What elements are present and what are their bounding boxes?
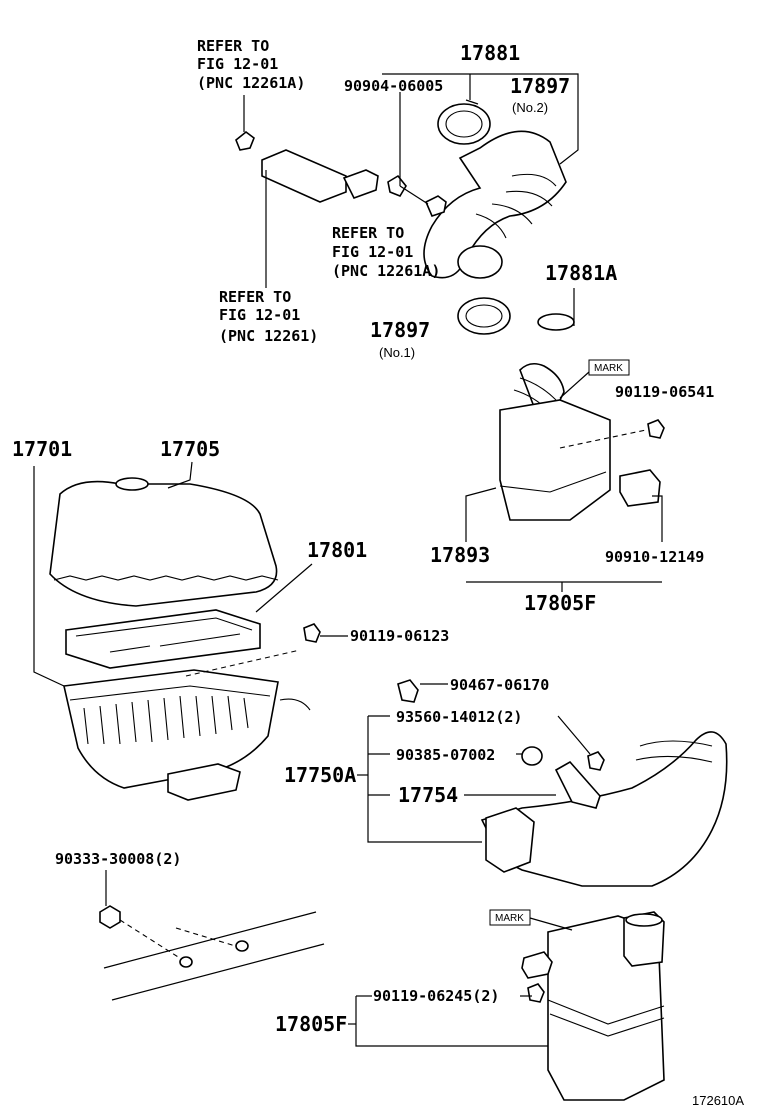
- air-filter-element: [65, 609, 261, 669]
- filter-element-17801: [65, 609, 261, 669]
- refer-lower-left-line1: REFER TO: [219, 288, 291, 306]
- air-cleaner-cap-17705: [49, 480, 278, 607]
- refer-mid-line3: (PNC 12261A): [332, 262, 440, 280]
- air-cleaner-hose-17750A: [357, 679, 728, 887]
- bolt-icon: [303, 623, 321, 643]
- label-17705: 17705: [160, 437, 220, 461]
- label-17750A: 17750A: [284, 763, 356, 787]
- label-mark-top: MARK: [594, 363, 623, 374]
- label-17701: 17701: [12, 437, 72, 461]
- label-17897-top: 17897: [510, 74, 570, 98]
- label-17897-bottom: 17897: [370, 318, 430, 342]
- label-no2: (No.2): [512, 100, 548, 115]
- label-90119-06245: 90119-06245(2): [373, 987, 499, 1005]
- hose-clamp-no2: [437, 103, 491, 145]
- grommet-icon: [521, 746, 543, 766]
- hose-clamp-no1: [457, 297, 511, 335]
- refer-lower-left-line2: FIG 12-01: [219, 306, 300, 324]
- bolt-icon: [527, 983, 545, 1003]
- refer-upper-left-line1: REFER TO: [197, 37, 269, 55]
- resonator-body: [499, 399, 611, 521]
- label-90119-06123: 90119-06123: [350, 627, 449, 645]
- outlet-hose-flange: [485, 807, 535, 873]
- label-no1: (No.1): [379, 345, 415, 360]
- label-90467-06170: 90467-06170: [450, 676, 549, 694]
- small-hose-assembly: [235, 95, 407, 288]
- air-cleaner-case: [33, 461, 348, 801]
- bracket: [521, 951, 553, 979]
- resonator-17805F-upper: [465, 359, 665, 592]
- labels: REFER TO FIG 12-01 (PNC 12261A) 17881 90…: [12, 37, 744, 1108]
- refer-mid-line1: REFER TO: [332, 224, 404, 242]
- refer-upper-left-line2: FIG 12-01: [197, 55, 278, 73]
- label-90333-30008: 90333-30008(2): [55, 850, 181, 868]
- label-17881: 17881: [460, 41, 520, 65]
- label-93560-14012: 93560-14012(2): [396, 708, 522, 726]
- refer-lower-left-line3: (PNC 12261): [219, 327, 318, 345]
- vacuum-hose: [261, 149, 347, 203]
- case-outlet: [167, 763, 241, 801]
- label-17754: 17754: [398, 783, 458, 807]
- label-17805F-top: 17805F: [524, 591, 596, 615]
- label-90910-12149: 90910-12149: [605, 548, 704, 566]
- label-17805F-bottom: 17805F: [275, 1012, 347, 1036]
- outlet-hose-body: [480, 731, 728, 887]
- resonator-17805F-lower: [348, 909, 665, 1101]
- figure-code: 172610A: [692, 1093, 744, 1108]
- body-panel-clips: [99, 870, 325, 1001]
- air-cleaner-cap: [49, 477, 279, 607]
- refer-upper-left-line3: (PNC 12261A): [197, 74, 305, 92]
- label-mark-bottom: MARK: [495, 913, 524, 924]
- label-90119-06541: 90119-06541: [615, 383, 714, 401]
- label-17801: 17801: [307, 538, 367, 562]
- bolt-icon: [587, 751, 605, 771]
- bracket-17754: [554, 760, 601, 809]
- vsv-90910: [619, 469, 661, 507]
- gasket-17881A: [537, 313, 575, 331]
- refer-mid-line2: FIG 12-01: [332, 243, 413, 261]
- label-90385-07002: 90385-07002: [396, 746, 495, 764]
- bolt-icon: [647, 419, 665, 439]
- label-17893: 17893: [430, 543, 490, 567]
- clip-icon: [235, 130, 255, 151]
- vacuum-fitting: [424, 195, 447, 217]
- label-90904-06005: 90904-06005: [344, 77, 443, 95]
- clip-icon: [99, 905, 121, 929]
- clip-icon: [387, 174, 407, 197]
- bolt-icon: [397, 679, 419, 703]
- label-17881A: 17881A: [545, 261, 617, 285]
- intake-hose-17881: [382, 73, 579, 335]
